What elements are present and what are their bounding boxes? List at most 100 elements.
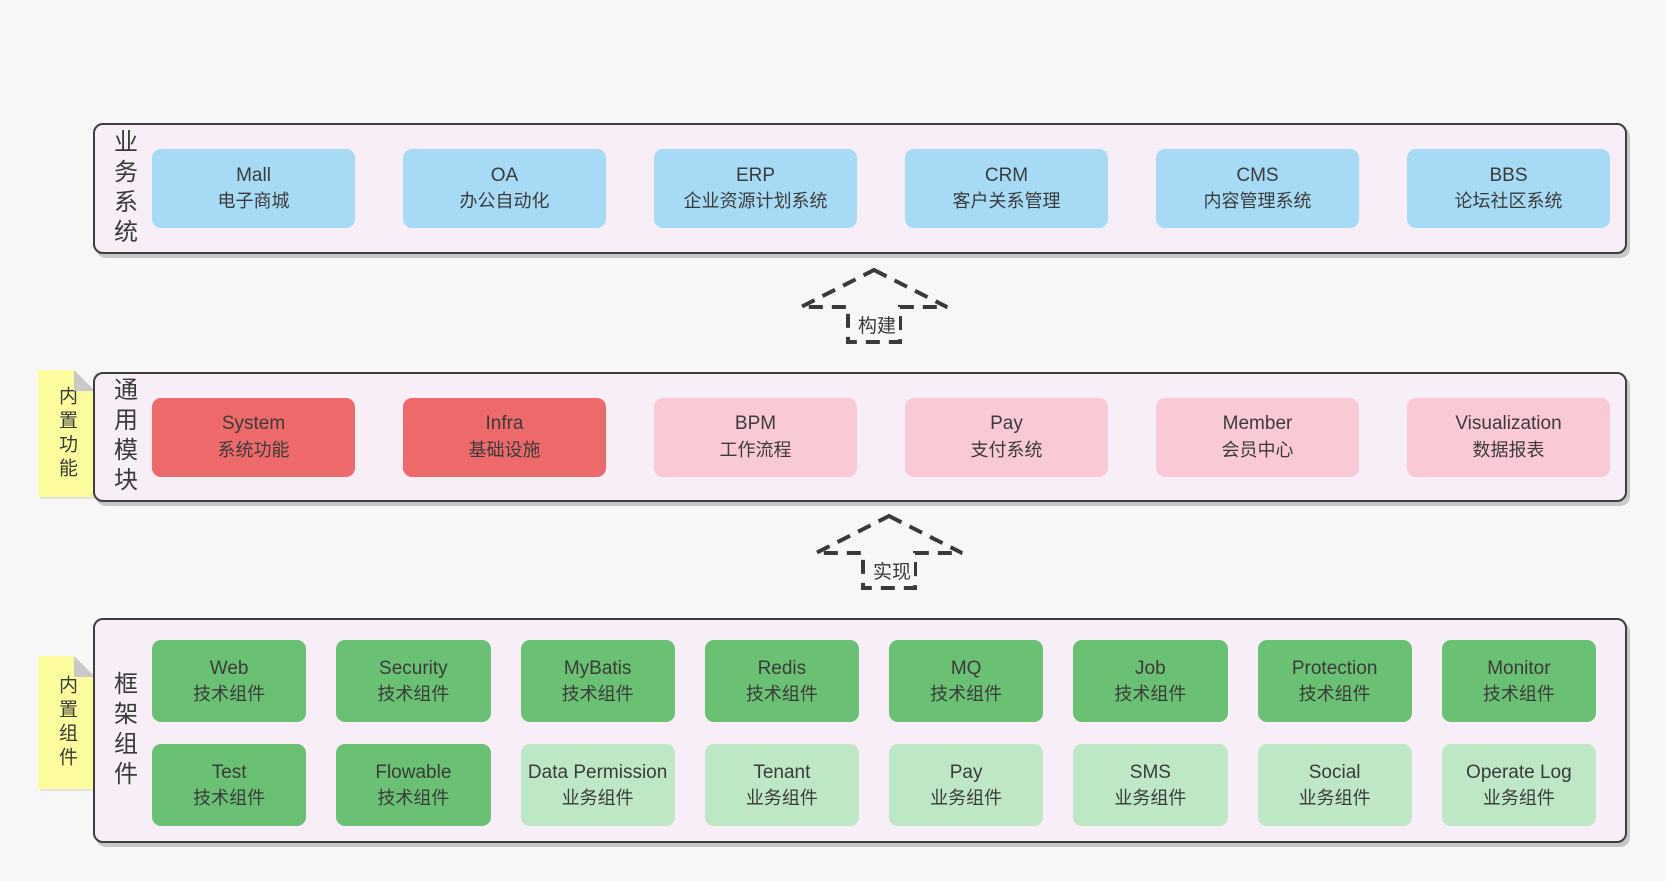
box-subtitle: 业务组件 — [561, 787, 634, 808]
box-mall: Mall 电子商城 — [152, 149, 355, 228]
box-subtitle: 系统功能 — [217, 439, 290, 460]
box-title: Visualization — [1455, 413, 1562, 435]
box-subtitle: 技术组件 — [745, 683, 818, 704]
arrow-implement: 实现 — [812, 512, 972, 592]
box-title: Mall — [236, 164, 271, 186]
box-title: Redis — [757, 658, 807, 680]
box-member: Member 会员中心 — [1156, 397, 1359, 477]
framework-box-row-2: Test 技术组件 Flowable 技术组件 Data Permission … — [152, 744, 1596, 826]
box-subtitle: 技术组件 — [1482, 683, 1555, 704]
box-test: Test 技术组件 — [152, 744, 307, 826]
box-subtitle: 办公自动化 — [459, 191, 550, 212]
box-title: Social — [1308, 762, 1361, 784]
box-subtitle: 会员中心 — [1221, 439, 1294, 460]
box-title: CMS — [1236, 164, 1279, 186]
box-erp: ERP 企业资源计划系统 — [654, 149, 857, 228]
up-arrow-icon — [815, 513, 963, 590]
box-redis: Redis 技术组件 — [704, 640, 859, 722]
box-pay-component: Pay 业务组件 — [889, 744, 1044, 826]
box-subtitle: 技术组件 — [193, 787, 266, 808]
box-oa: OA 办公自动化 — [403, 149, 606, 228]
box-web: Web 技术组件 — [152, 640, 307, 722]
box-subtitle: 企业资源计划系统 — [683, 191, 828, 212]
box-title: Job — [1135, 658, 1166, 680]
box-sms: SMS 业务组件 — [1073, 744, 1228, 826]
sticky-note-builtin-components: 内置组件 — [38, 656, 95, 789]
box-subtitle: 业务组件 — [745, 787, 818, 808]
box-title: System — [221, 413, 286, 435]
box-system: System 系统功能 — [152, 397, 355, 477]
box-title: Member — [1222, 413, 1293, 435]
box-subtitle: 数据报表 — [1472, 439, 1545, 460]
box-job: Job 技术组件 — [1073, 640, 1228, 722]
box-title: Protection — [1291, 658, 1378, 680]
layer-framework-components: 框架组件 Web 技术组件 Security 技术组件 MyBatis 技术组件… — [93, 618, 1627, 843]
box-subtitle: 业务组件 — [930, 787, 1003, 808]
box-operate-log: Operate Log 业务组件 — [1441, 744, 1596, 826]
box-title: Infra — [485, 413, 524, 435]
arrow-implement-label: 实现 — [869, 556, 915, 585]
up-arrow-icon — [800, 267, 948, 344]
box-title: BPM — [734, 413, 777, 435]
box-title: Web — [209, 658, 249, 680]
box-title: Operate Log — [1466, 762, 1572, 784]
box-title: Test — [211, 762, 247, 784]
box-data-permission: Data Permission 业务组件 — [520, 744, 675, 826]
box-security: Security 技术组件 — [336, 640, 491, 722]
box-subtitle: 工作流程 — [719, 439, 792, 460]
box-subtitle: 技术组件 — [377, 787, 450, 808]
box-infra: Infra 基础设施 — [403, 397, 606, 477]
box-flowable: Flowable 技术组件 — [336, 744, 491, 826]
box-title: Flowable — [375, 762, 452, 784]
box-subtitle: 技术组件 — [377, 683, 450, 704]
box-subtitle: 技术组件 — [561, 683, 634, 704]
box-social: Social 业务组件 — [1257, 744, 1412, 826]
box-subtitle: 业务组件 — [1114, 787, 1187, 808]
box-title: CRM — [984, 164, 1029, 186]
box-subtitle: 技术组件 — [1298, 683, 1371, 704]
box-bbs: BBS 论坛社区系统 — [1407, 149, 1610, 228]
box-title: OA — [490, 164, 519, 186]
box-title: Monitor — [1487, 658, 1551, 680]
modules-box-row: System 系统功能 Infra 基础设施 BPM 工作流程 Pay 支付系统… — [152, 374, 1610, 500]
box-tenant: Tenant 业务组件 — [704, 744, 859, 826]
box-subtitle: 支付系统 — [970, 439, 1043, 460]
box-title: Tenant — [753, 762, 811, 784]
layer-label-framework: 框架组件 — [109, 670, 137, 791]
box-title: Data Permission — [527, 762, 668, 784]
box-crm: CRM 客户关系管理 — [905, 149, 1108, 228]
box-protection: Protection 技术组件 — [1257, 640, 1412, 722]
box-subtitle: 技术组件 — [1114, 683, 1187, 704]
box-subtitle: 技术组件 — [193, 683, 266, 704]
layer-label-modules: 通用模块 — [109, 377, 137, 497]
box-title: Security — [379, 658, 448, 680]
box-mybatis: MyBatis 技术组件 — [520, 640, 675, 722]
box-cms: CMS 内容管理系统 — [1156, 149, 1359, 228]
box-subtitle: 业务组件 — [1298, 787, 1371, 808]
box-subtitle: 技术组件 — [930, 683, 1003, 704]
layer-label-business: 业务系统 — [109, 128, 137, 249]
box-title: ERP — [735, 164, 776, 186]
layer-business-systems: 业务系统 Mall 电子商城 OA 办公自动化 ERP 企业资源计划系统 CRM… — [93, 123, 1627, 254]
sticky-note-builtin-features: 内置功能 — [38, 370, 95, 497]
business-box-row: Mall 电子商城 OA 办公自动化 ERP 企业资源计划系统 CRM 客户关系… — [152, 125, 1610, 252]
sticky-note-label: 内置功能 — [56, 385, 77, 482]
box-mq: MQ 技术组件 — [889, 640, 1044, 722]
sticky-note-label: 内置组件 — [56, 674, 77, 771]
box-subtitle: 客户关系管理 — [952, 191, 1061, 212]
box-subtitle: 基础设施 — [468, 439, 541, 460]
box-title: MQ — [950, 658, 982, 680]
box-subtitle: 论坛社区系统 — [1454, 191, 1563, 212]
box-bpm: BPM 工作流程 — [654, 397, 857, 477]
box-title: MyBatis — [563, 658, 632, 680]
box-title: BBS — [1489, 164, 1528, 186]
box-title: Pay — [990, 413, 1023, 435]
box-title: SMS — [1129, 762, 1171, 784]
arrow-build-label: 构建 — [854, 310, 900, 339]
box-monitor: Monitor 技术组件 — [1441, 640, 1596, 722]
box-visualization: Visualization 数据报表 — [1407, 397, 1610, 477]
box-subtitle: 内容管理系统 — [1203, 191, 1312, 212]
box-title: Pay — [949, 762, 983, 784]
box-subtitle: 业务组件 — [1482, 787, 1555, 808]
